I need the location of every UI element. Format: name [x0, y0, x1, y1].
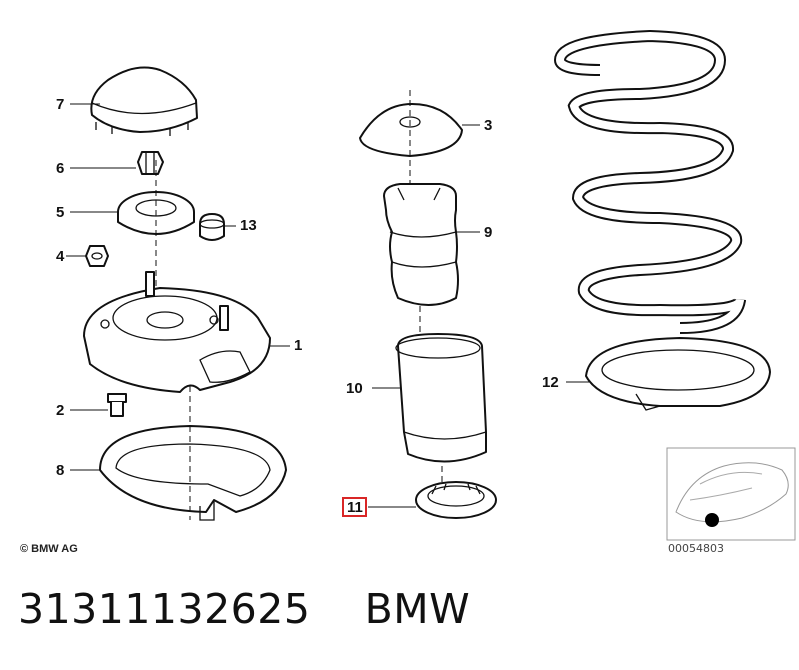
callout-5[interactable]: 5 — [56, 204, 64, 221]
part-2-bolt[interactable] — [107, 393, 127, 417]
caption-gap — [310, 585, 364, 633]
callout-8[interactable]: 8 — [56, 462, 64, 479]
parts-diagram: 7 6 5 4 2 8 13 1 3 9 10 12 11 © BMW AG 0… — [20, 29, 796, 555]
part-4-nut[interactable] — [85, 245, 109, 267]
callout-13[interactable]: 13 — [240, 217, 257, 234]
callout-1[interactable]: 1 — [294, 337, 302, 354]
callout-7[interactable]: 7 — [56, 96, 64, 113]
callout-3[interactable]: 3 — [484, 117, 492, 134]
part-7-cover-cap[interactable] — [90, 66, 198, 136]
callout-10[interactable]: 10 — [346, 380, 363, 397]
part-12-spring-pad[interactable] — [585, 337, 771, 411]
locator-inset: 00054803 — [666, 447, 796, 555]
callout-11[interactable]: 11 — [347, 499, 363, 516]
part-caption: 31311132625 BMW — [18, 585, 470, 633]
leader-lines — [66, 103, 590, 508]
part-11-ring[interactable] — [415, 481, 497, 519]
part-9-bump-stop[interactable] — [383, 183, 459, 306]
image-reference: 00054803 — [668, 542, 724, 555]
part-8-spring-pad[interactable] — [99, 425, 287, 521]
callout-2[interactable]: 2 — [56, 402, 64, 419]
part-6-nut[interactable] — [137, 151, 164, 175]
callout-11-highlight[interactable]: 11 — [342, 497, 367, 517]
callout-6[interactable]: 6 — [56, 160, 64, 177]
brand-name: BMW — [364, 585, 471, 633]
part-number: 31311132625 — [18, 585, 311, 633]
part-12-coil-spring[interactable] — [553, 29, 746, 334]
location-marker-icon — [705, 513, 719, 527]
part-13-cap[interactable] — [199, 213, 225, 241]
callout-12[interactable]: 12 — [542, 374, 559, 391]
callout-4[interactable]: 4 — [56, 248, 65, 265]
part-10-dust-boot[interactable] — [395, 333, 487, 463]
part-1-strut-mount[interactable] — [83, 271, 271, 393]
part-3-upper-cup[interactable] — [359, 103, 463, 157]
copyright-text: © BMW AG — [20, 543, 78, 555]
callout-9[interactable]: 9 — [484, 224, 492, 241]
